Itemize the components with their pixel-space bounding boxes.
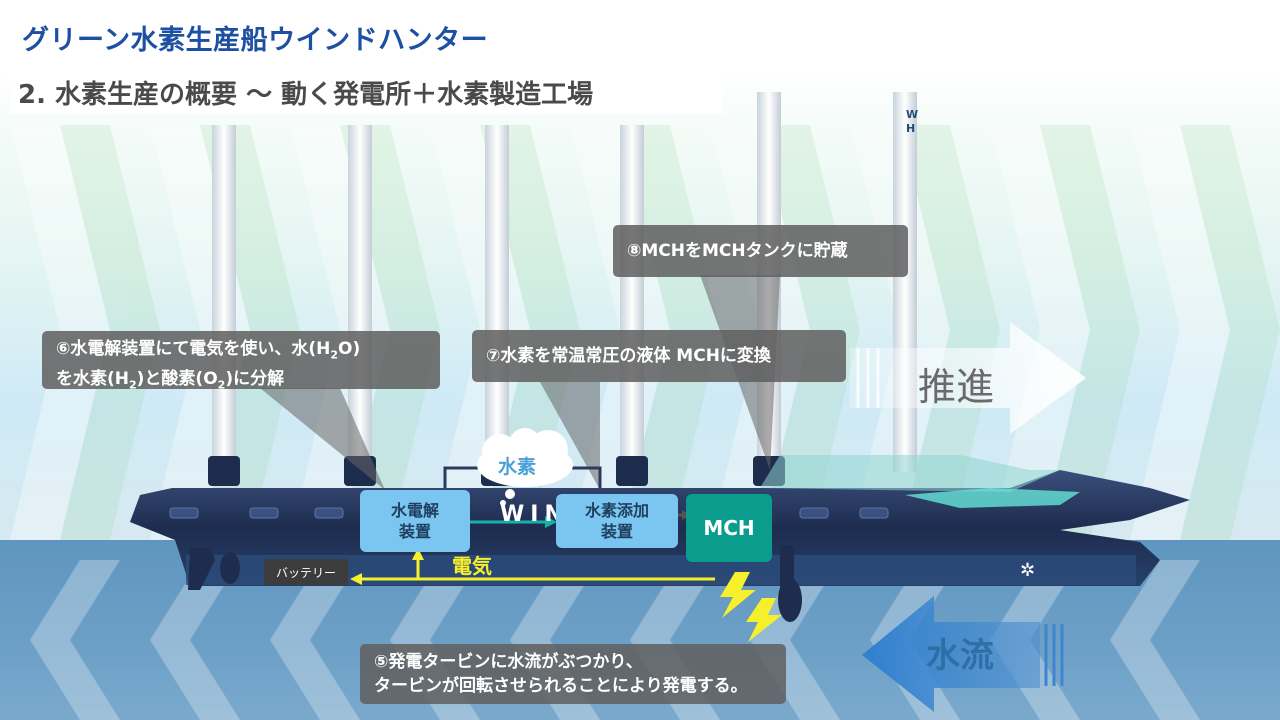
- lightning-icon: [720, 572, 782, 642]
- flow-arrows: [350, 510, 715, 585]
- callout-step5-line1: ⑤発電タービンに水流がぶつかり、: [374, 652, 643, 672]
- page-subtitle: 2. 水素生産の概要 〜 動く発電所＋水素製造工場: [18, 80, 594, 110]
- propulsion-arrow-shape: [850, 322, 1086, 434]
- mch-tank: MCH: [686, 494, 772, 562]
- propeller: [188, 548, 240, 590]
- callout-step6-text: O): [338, 339, 361, 359]
- electrolyzer-box: 水電解 装置: [360, 490, 470, 552]
- callout-step7: ⑦水素を常温常圧の液体 MCHに変換: [472, 330, 846, 382]
- callout-step6-text: を水素(H: [56, 369, 129, 390]
- propulsion-label: 推進: [918, 365, 995, 409]
- hydrogenation-label: 水素添加: [584, 501, 649, 520]
- electrolyzer-label: 水電解: [390, 501, 439, 520]
- callout-step8: ⑧MCHをMCHタンクに貯蔵: [613, 225, 908, 277]
- subscript: 2: [217, 378, 226, 392]
- hydrogenation-box: 水素添加 装置: [556, 494, 678, 548]
- hydrogenation-label: 装置: [600, 522, 633, 541]
- callout-step6-text: )に分解: [225, 369, 285, 390]
- callout-step6-text: ⑥水電解装置にて電気を使い、水(H: [56, 339, 331, 359]
- callout-step5: ⑤発電タービンに水流がぶつかり、 タービンが回転させられることにより発電する。: [360, 644, 786, 704]
- subscript: 2: [129, 378, 137, 392]
- bow-thruster-icon: ✲: [1020, 560, 1035, 581]
- water-flow-label: 水流: [926, 636, 994, 676]
- electricity-label: 電気: [452, 554, 492, 578]
- subscript: 2: [330, 348, 339, 362]
- hydrogen-cloud: [477, 428, 573, 506]
- hull-lettering: WIN: [500, 502, 569, 527]
- subtitle-background: [10, 72, 722, 114]
- callout-step6: ⑥水電解装置にて電気を使い、水(H2O) を水素(H2)と酸素(O2)に分解: [42, 331, 440, 392]
- electrolyzer-label: 装置: [398, 522, 431, 541]
- page-title: グリーン水素生産船ウインドハンター: [22, 25, 489, 56]
- sail-lettering: W H: [906, 108, 919, 135]
- hydrogen-cloud-label: 水素: [498, 456, 537, 478]
- callout-step5-line2: タービンが回転させられることにより発電する。: [374, 676, 748, 696]
- turbine: [778, 545, 802, 622]
- callout-step6-text: )と酸素(O: [136, 369, 218, 390]
- water-flow-arrow-shape: [862, 596, 1040, 712]
- battery-box: バッテリー: [264, 559, 348, 585]
